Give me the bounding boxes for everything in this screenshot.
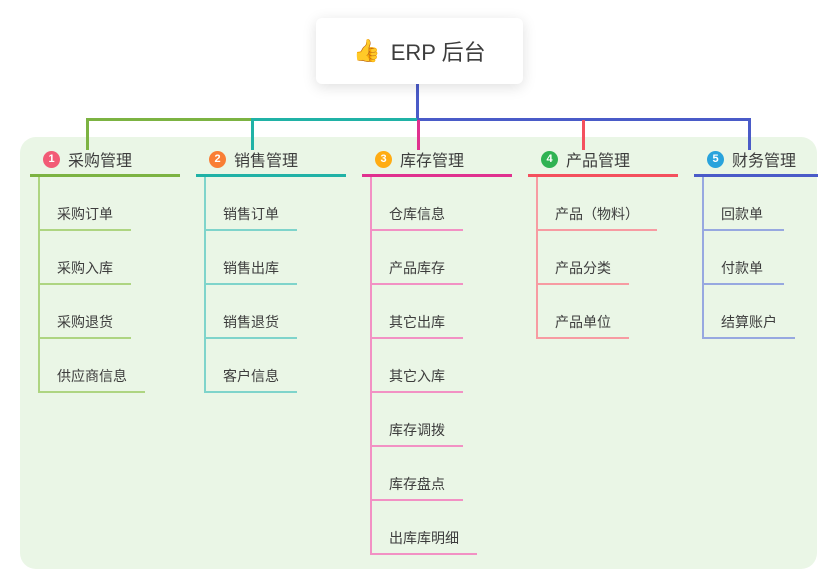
child-node[interactable]: 销售退货 xyxy=(206,285,297,339)
branch-children: 销售订单 销售出库 销售退货 客户信息 xyxy=(204,177,346,393)
thumbs-up-icon: 👍 xyxy=(353,38,381,63)
root-node[interactable]: 👍 ERP 后台 xyxy=(316,18,523,84)
connector-line xyxy=(417,120,420,150)
branch-number-badge: 2 xyxy=(209,150,226,168)
child-node[interactable]: 库存调拨 xyxy=(372,393,463,447)
child-node-label: 销售退货 xyxy=(223,314,279,330)
child-node[interactable]: 产品（物料） xyxy=(538,177,657,231)
branch-number-badge: 4 xyxy=(541,150,558,168)
child-node[interactable]: 库存盘点 xyxy=(372,447,463,501)
child-node-label: 其它出库 xyxy=(389,314,445,330)
connector-line xyxy=(86,118,252,121)
child-node[interactable]: 销售出库 xyxy=(206,231,297,285)
branch-label: 财务管理 xyxy=(732,153,797,170)
branch-node[interactable]: 3 库存管理 xyxy=(362,148,512,177)
child-node[interactable]: 销售订单 xyxy=(206,177,297,231)
child-node[interactable]: 产品单位 xyxy=(538,285,629,339)
child-node[interactable]: 付款单 xyxy=(704,231,784,285)
child-node[interactable]: 采购入库 xyxy=(40,231,131,285)
branch: 1 采购管理 采购订单 采购入库 采购退货 供应商信息 xyxy=(30,148,180,393)
branch: 3 库存管理 仓库信息 产品库存 其它出库 其它入库 库存调拨 库存盘点 出库库… xyxy=(362,148,512,555)
child-node[interactable]: 采购退货 xyxy=(40,285,131,339)
branch: 5 财务管理 回款单 付款单 结算账户 xyxy=(694,148,818,339)
child-node-label: 供应商信息 xyxy=(57,368,127,384)
child-node-label: 客户信息 xyxy=(223,368,279,384)
branch-children: 产品（物料） 产品分类 产品单位 xyxy=(536,177,678,339)
child-node-label: 结算账户 xyxy=(721,314,777,330)
child-node[interactable]: 出库库明细 xyxy=(372,501,477,555)
child-node-label: 其它入库 xyxy=(389,368,445,384)
branches-panel xyxy=(20,137,817,569)
root-label: ERP 后台 xyxy=(390,40,486,65)
branch-node[interactable]: 4 产品管理 xyxy=(528,148,678,177)
child-node[interactable]: 产品库存 xyxy=(372,231,463,285)
branch-node[interactable]: 1 采购管理 xyxy=(30,148,180,177)
connector-line xyxy=(417,118,751,121)
child-node[interactable]: 其它出库 xyxy=(372,285,463,339)
child-node[interactable]: 采购订单 xyxy=(40,177,131,231)
child-node[interactable]: 回款单 xyxy=(704,177,784,231)
child-node[interactable]: 供应商信息 xyxy=(40,339,145,393)
child-node-label: 付款单 xyxy=(721,260,763,276)
child-node-label: 采购订单 xyxy=(57,206,113,222)
child-node-label: 库存调拨 xyxy=(389,422,445,438)
connector-line xyxy=(251,120,254,150)
child-node-label: 采购退货 xyxy=(57,314,113,330)
branch-node[interactable]: 2 销售管理 xyxy=(196,148,346,177)
branch-number-badge: 1 xyxy=(43,150,60,168)
connector-line xyxy=(748,120,751,150)
child-node-label: 销售订单 xyxy=(223,206,279,222)
child-node-label: 产品分类 xyxy=(555,260,611,276)
child-node-label: 产品单位 xyxy=(555,314,611,330)
connector-line xyxy=(582,120,585,150)
branch-children: 仓库信息 产品库存 其它出库 其它入库 库存调拨 库存盘点 出库库明细 xyxy=(370,177,512,555)
branch-label: 产品管理 xyxy=(566,153,631,170)
connector-line xyxy=(416,84,419,119)
child-node-label: 仓库信息 xyxy=(389,206,445,222)
child-node-label: 回款单 xyxy=(721,206,763,222)
child-node[interactable]: 客户信息 xyxy=(206,339,297,393)
branch-node[interactable]: 5 财务管理 xyxy=(694,148,818,177)
branch-label: 库存管理 xyxy=(400,153,465,170)
branch-label: 销售管理 xyxy=(234,153,299,170)
connector-line xyxy=(251,118,418,121)
child-node-label: 销售出库 xyxy=(223,260,279,276)
branch-label: 采购管理 xyxy=(68,153,133,170)
branch-children: 回款单 付款单 结算账户 xyxy=(702,177,818,339)
child-node-label: 采购入库 xyxy=(57,260,113,276)
branch: 2 销售管理 销售订单 销售出库 销售退货 客户信息 xyxy=(196,148,346,393)
branch-number-badge: 5 xyxy=(707,150,724,168)
branch-children: 采购订单 采购入库 采购退货 供应商信息 xyxy=(38,177,180,393)
child-node[interactable]: 其它入库 xyxy=(372,339,463,393)
branch-number-badge: 3 xyxy=(375,150,392,168)
child-node-label: 产品库存 xyxy=(389,260,445,276)
child-node[interactable]: 结算账户 xyxy=(704,285,795,339)
connector-line xyxy=(86,120,89,150)
child-node-label: 产品（物料） xyxy=(555,206,639,222)
branch: 4 产品管理 产品（物料） 产品分类 产品单位 xyxy=(528,148,678,339)
child-node-label: 出库库明细 xyxy=(389,530,459,546)
child-node-label: 库存盘点 xyxy=(389,476,445,492)
child-node[interactable]: 产品分类 xyxy=(538,231,629,285)
child-node[interactable]: 仓库信息 xyxy=(372,177,463,231)
